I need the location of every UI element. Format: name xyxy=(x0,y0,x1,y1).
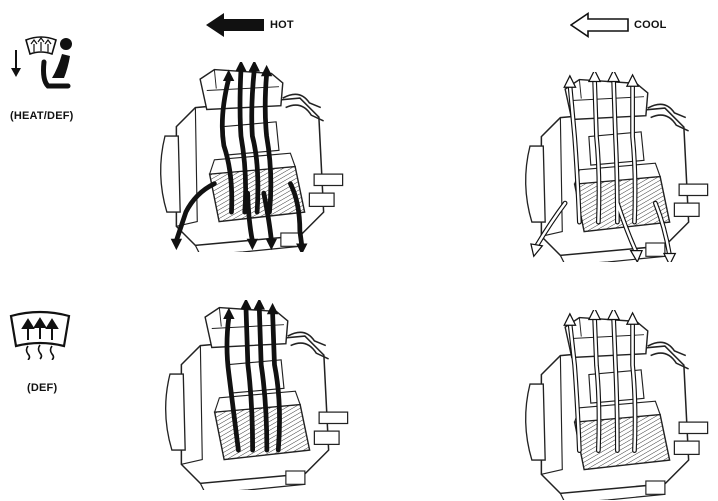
mode-label-heat-def: (HEAT/DEF) xyxy=(10,110,74,122)
heater-unit-heat-def-cool xyxy=(515,72,715,262)
heater-unit-def-cool xyxy=(515,310,715,500)
heater-unit-heat-def-hot xyxy=(150,62,350,252)
legend-cool xyxy=(570,12,630,38)
legend-hot xyxy=(206,12,266,38)
hot-arrow-icon xyxy=(206,13,264,37)
mode-label-def: (DEF) xyxy=(27,382,58,394)
windshield-defrost-icon xyxy=(8,310,72,360)
cool-arrow-icon xyxy=(570,12,629,38)
seat-occupant-defrost-icon xyxy=(8,32,80,92)
legend-cool-label: COOL xyxy=(634,19,667,31)
heater-unit-def-hot xyxy=(155,300,355,490)
legend-hot-label: HOT xyxy=(270,19,294,31)
